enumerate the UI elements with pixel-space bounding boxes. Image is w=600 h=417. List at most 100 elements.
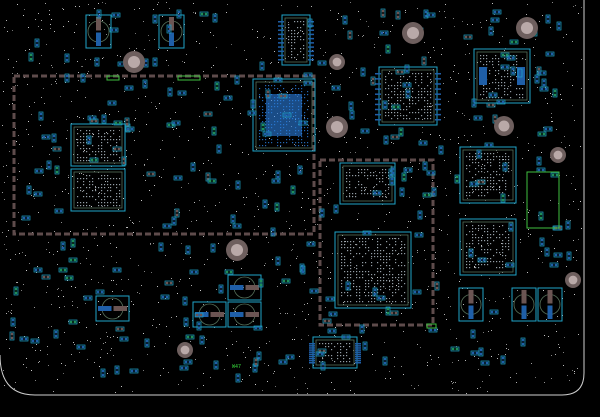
via bbox=[11, 310, 12, 311]
via bbox=[54, 31, 55, 32]
via bbox=[106, 34, 107, 35]
via bbox=[46, 168, 47, 169]
via bbox=[409, 99, 410, 100]
via bbox=[11, 313, 12, 314]
via bbox=[48, 365, 49, 366]
via bbox=[285, 313, 286, 314]
via bbox=[325, 77, 326, 78]
via bbox=[110, 350, 111, 351]
via bbox=[270, 63, 271, 64]
via bbox=[79, 352, 80, 353]
passive-component bbox=[234, 75, 240, 85]
via bbox=[435, 258, 436, 259]
passive-component bbox=[76, 344, 86, 350]
via bbox=[508, 86, 509, 87]
via bbox=[445, 17, 446, 18]
via bbox=[550, 27, 551, 28]
via bbox=[203, 385, 204, 386]
via bbox=[417, 344, 418, 345]
via bbox=[76, 24, 77, 25]
via bbox=[250, 239, 251, 240]
via bbox=[281, 93, 282, 94]
via bbox=[391, 303, 392, 304]
via bbox=[528, 79, 529, 80]
via bbox=[439, 364, 440, 365]
via bbox=[47, 354, 48, 355]
via bbox=[389, 281, 390, 282]
via bbox=[400, 113, 401, 114]
via bbox=[308, 198, 309, 199]
via bbox=[158, 2, 159, 3]
via bbox=[254, 216, 255, 217]
via bbox=[372, 278, 373, 279]
via bbox=[355, 244, 356, 245]
via bbox=[480, 22, 481, 23]
via bbox=[485, 298, 486, 299]
via bbox=[430, 355, 431, 356]
passive-component bbox=[275, 170, 281, 180]
via bbox=[35, 19, 36, 20]
via bbox=[18, 240, 19, 241]
via bbox=[467, 44, 468, 45]
via bbox=[285, 58, 286, 59]
via bbox=[368, 26, 369, 27]
via bbox=[158, 302, 159, 303]
via bbox=[551, 378, 552, 379]
via bbox=[53, 391, 54, 392]
via bbox=[310, 209, 311, 210]
passive-component bbox=[319, 208, 325, 218]
via bbox=[247, 254, 248, 255]
via bbox=[390, 31, 391, 32]
via bbox=[216, 289, 217, 290]
passive-component bbox=[537, 131, 547, 137]
via bbox=[34, 307, 35, 308]
via bbox=[417, 250, 418, 251]
via bbox=[83, 174, 84, 175]
keepout-shield-left bbox=[12, 74, 316, 236]
via bbox=[440, 270, 441, 271]
via bbox=[302, 168, 303, 169]
via bbox=[456, 338, 457, 339]
via bbox=[327, 193, 328, 194]
via bbox=[227, 90, 228, 91]
passive-component bbox=[95, 289, 105, 295]
via bbox=[494, 106, 495, 107]
via bbox=[203, 163, 204, 164]
via bbox=[320, 48, 321, 49]
via bbox=[313, 135, 314, 136]
via bbox=[513, 301, 514, 302]
via bbox=[26, 129, 27, 130]
via bbox=[207, 259, 208, 260]
via bbox=[302, 311, 303, 312]
via bbox=[116, 247, 117, 248]
via bbox=[126, 156, 127, 157]
via bbox=[547, 103, 548, 104]
passive-component bbox=[426, 12, 436, 18]
via bbox=[108, 187, 109, 188]
via bbox=[504, 50, 505, 51]
via bbox=[168, 65, 169, 66]
passive-component bbox=[146, 171, 156, 177]
via bbox=[60, 96, 61, 97]
via bbox=[291, 89, 292, 90]
passive-component bbox=[162, 223, 172, 229]
via bbox=[105, 3, 106, 4]
bga-center bbox=[334, 231, 412, 309]
via bbox=[253, 321, 254, 322]
via bbox=[136, 48, 137, 49]
via bbox=[194, 202, 195, 203]
via bbox=[268, 365, 269, 366]
via bbox=[556, 129, 557, 130]
via bbox=[236, 341, 237, 342]
via bbox=[297, 6, 298, 7]
passive-component bbox=[96, 9, 102, 19]
via bbox=[166, 60, 167, 61]
via bbox=[58, 296, 59, 297]
via bbox=[543, 290, 544, 291]
via bbox=[187, 228, 188, 229]
via bbox=[178, 384, 179, 385]
via bbox=[113, 280, 114, 281]
via bbox=[32, 347, 33, 348]
via bbox=[271, 62, 272, 63]
